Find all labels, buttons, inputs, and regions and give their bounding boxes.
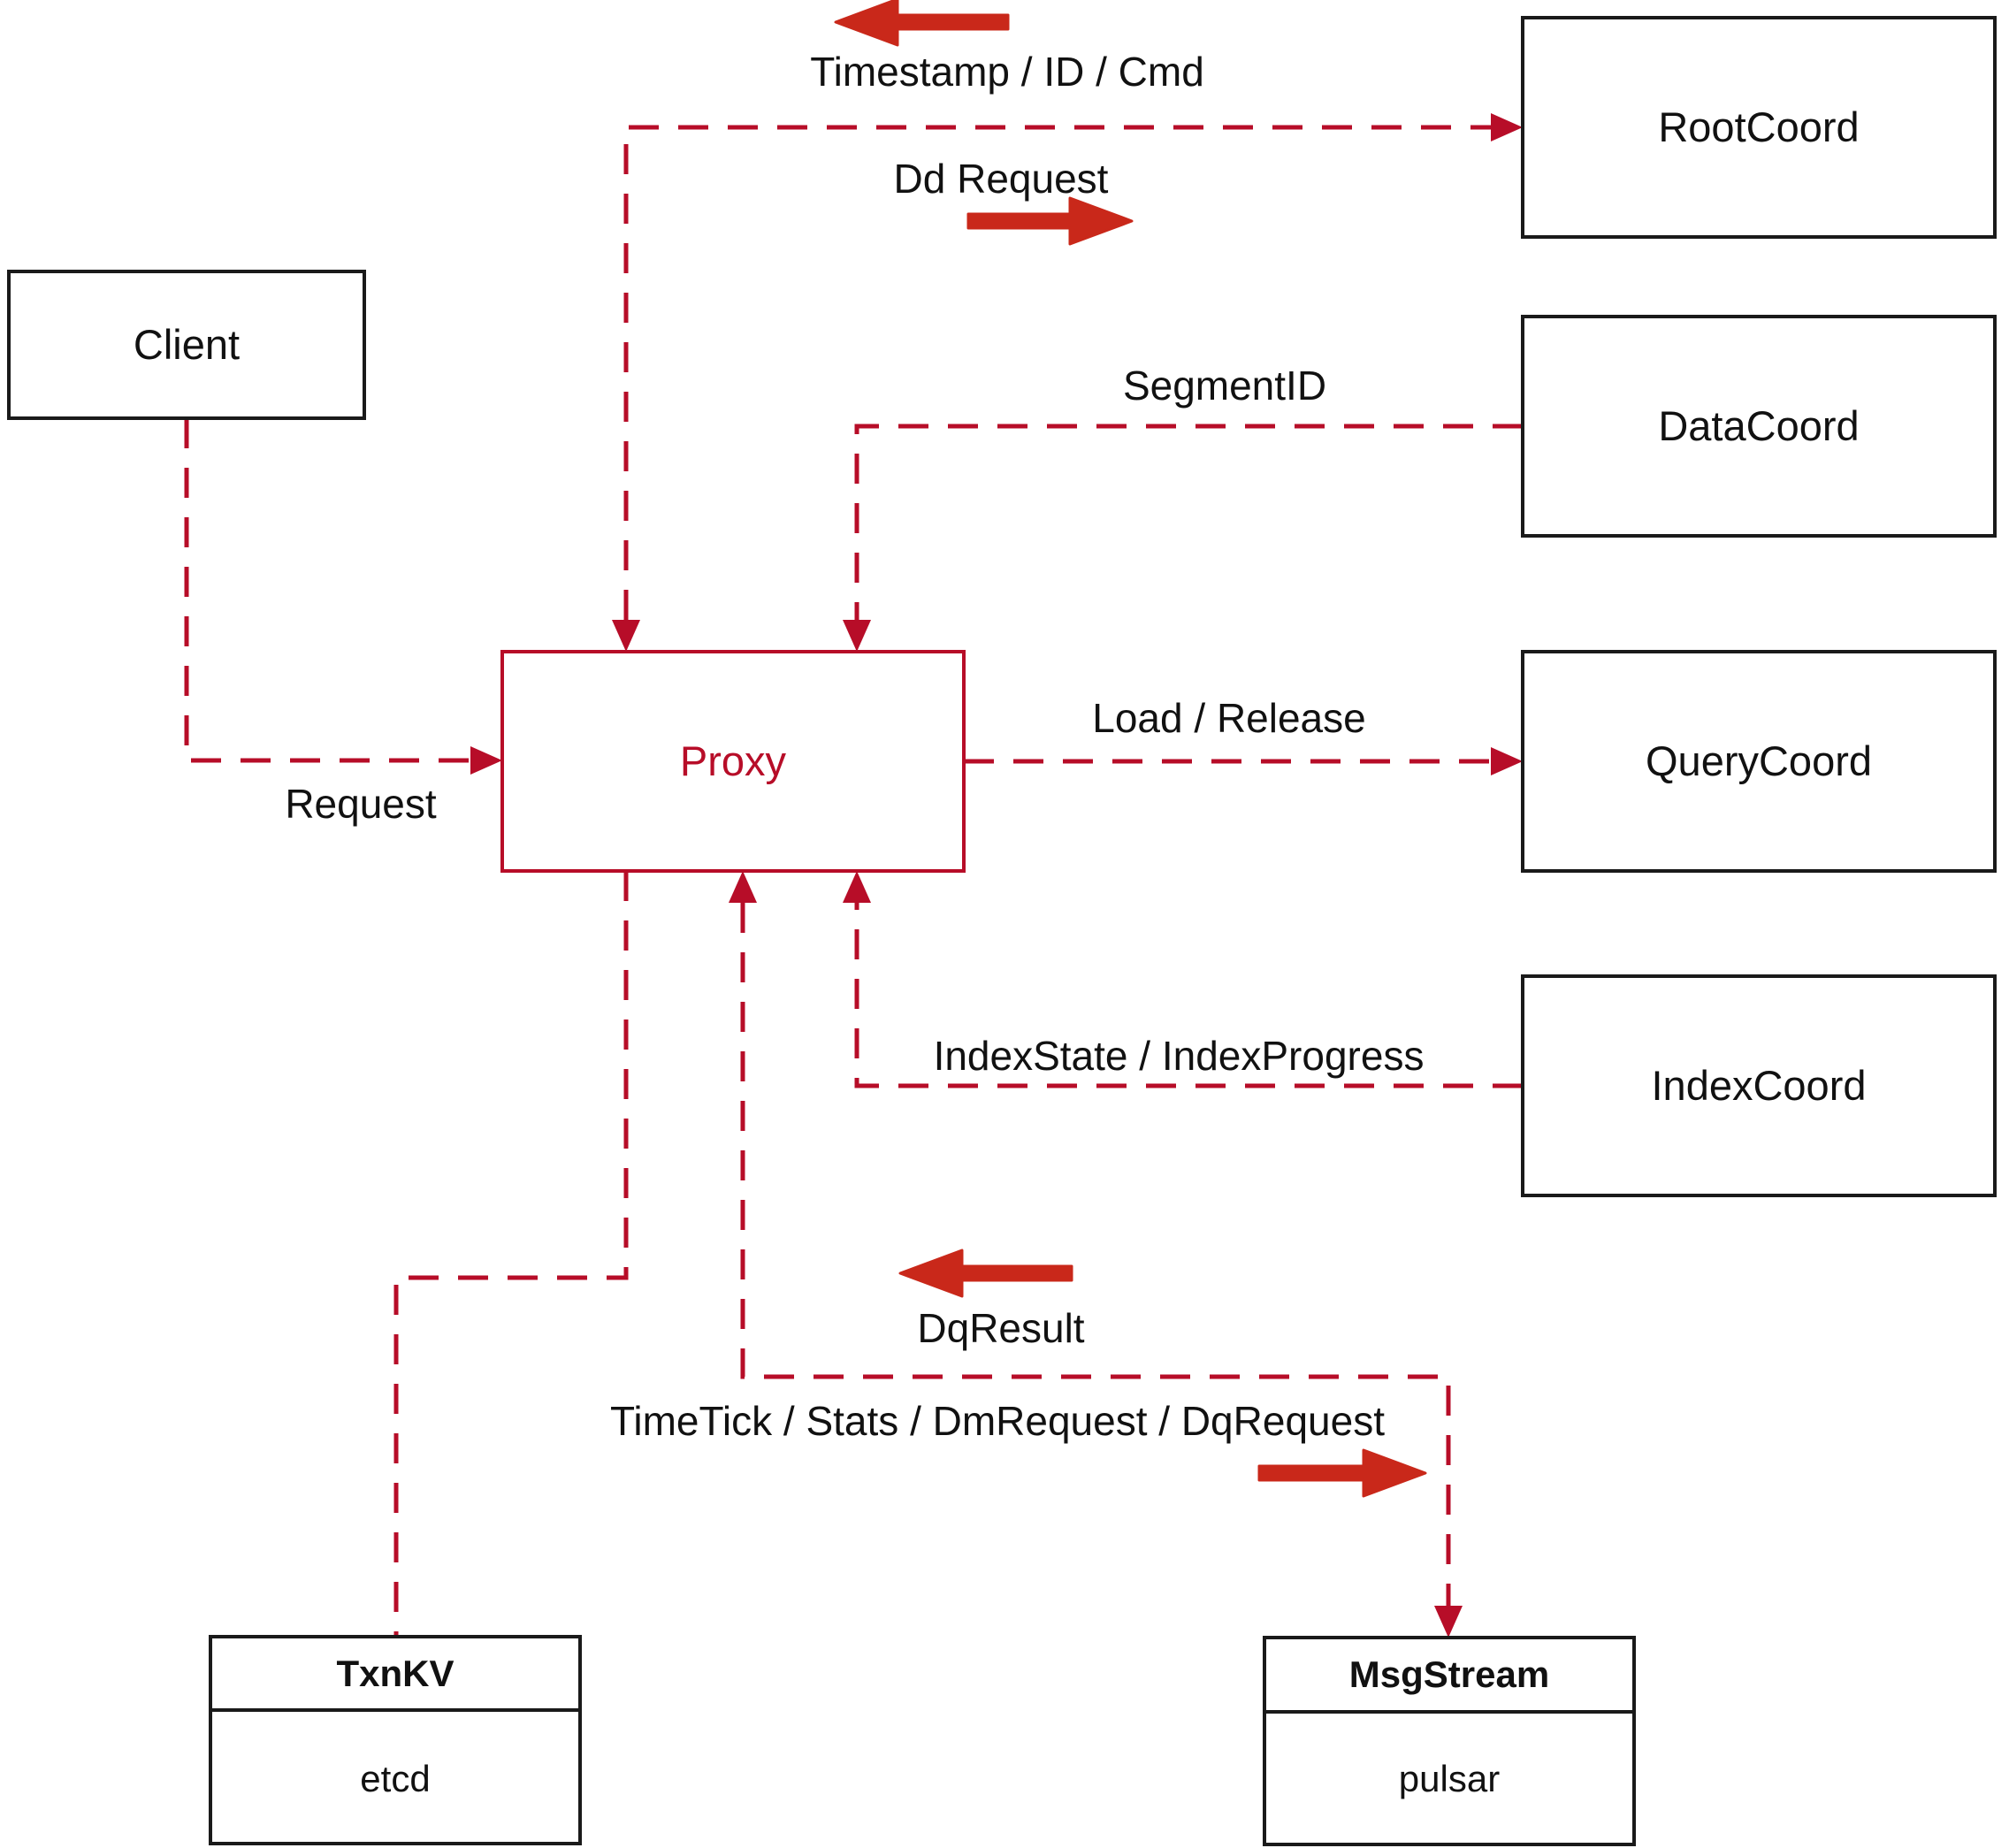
edge-label-request: Request [285, 781, 437, 827]
arrowhead-into-proxy-left [470, 746, 502, 775]
proxy-node-box [500, 650, 966, 873]
client-node: Client [7, 270, 366, 420]
datacoord-node: DataCoord [1521, 315, 1997, 538]
datacoord-node-box [1521, 315, 1997, 538]
msgstream-node-box [1263, 1636, 1636, 1846]
msgstream-node-title: MsgStream [1349, 1653, 1549, 1695]
edge-datacoord-proxy [843, 424, 1523, 652]
querycoord-node-box [1521, 650, 1997, 873]
edge-proxy-rootcoord [612, 113, 1523, 652]
datacoord-node-label: DataCoord [1658, 402, 1859, 449]
rootcoord-node-box [1521, 16, 1997, 239]
arrowhead-into-proxy-top-left [612, 620, 640, 652]
arrowhead-into-proxy-bottom-right [843, 871, 871, 903]
indexcoord-node-label: IndexCoord [1652, 1062, 1867, 1109]
msgstream-node: MsgStream pulsar [1263, 1636, 1636, 1846]
rootcoord-node-label: RootCoord [1658, 103, 1859, 150]
arrow-right-icon-timetick [1257, 1448, 1427, 1498]
txnkv-node: TxnKV etcd [209, 1635, 582, 1845]
querycoord-node-label: QueryCoord [1646, 737, 1872, 784]
arrowhead-into-rootcoord [1491, 113, 1523, 141]
edge-proxy-txnkv [393, 871, 629, 1637]
indexcoord-node-box [1521, 974, 1997, 1197]
edge-proxy-querycoord [964, 747, 1523, 775]
edge-label-timetick-stats: TimeTick / Stats / DmRequest / DqRequest [610, 1398, 1385, 1444]
edge-label-timestamp-id-cmd: Timestamp / ID / Cmd [810, 49, 1204, 95]
proxy-node: Proxy [500, 650, 966, 873]
arrowhead-into-querycoord [1491, 747, 1523, 775]
txnkv-node-title: TxnKV [336, 1653, 454, 1694]
edge-indexcoord-proxy [843, 871, 1523, 1088]
indexcoord-node: IndexCoord [1521, 974, 1997, 1197]
arrowhead-into-proxy-top-right [843, 620, 871, 652]
arrowhead-into-proxy-bottom-left [729, 871, 757, 903]
client-node-label: Client [134, 321, 240, 368]
msgstream-node-impl: pulsar [1399, 1758, 1500, 1799]
client-node-box [7, 270, 366, 420]
edge-label-dd-request: Dd Request [894, 156, 1109, 202]
arrow-left-icon-timestamp [834, 0, 1010, 47]
edge-proxy-msgstream [729, 871, 1463, 1638]
edge-label-segmentid: SegmentID [1123, 363, 1326, 409]
proxy-node-label: Proxy [680, 737, 787, 784]
edge-label-dqresult: DqResult [917, 1305, 1084, 1351]
arrowhead-into-msgstream [1434, 1606, 1463, 1638]
edge-client-proxy [184, 418, 502, 775]
arrow-left-icon-dqresult [898, 1249, 1073, 1298]
edge-label-load-release: Load / Release [1092, 695, 1365, 741]
txnkv-node-box [209, 1635, 582, 1845]
edge-label-indexstate-indexprogress: IndexState / IndexProgress [934, 1033, 1425, 1079]
txnkv-node-impl: etcd [360, 1758, 430, 1799]
querycoord-node: QueryCoord [1521, 650, 1997, 873]
rootcoord-node: RootCoord [1521, 16, 1997, 239]
arrow-right-icon-dd-request [966, 196, 1134, 246]
